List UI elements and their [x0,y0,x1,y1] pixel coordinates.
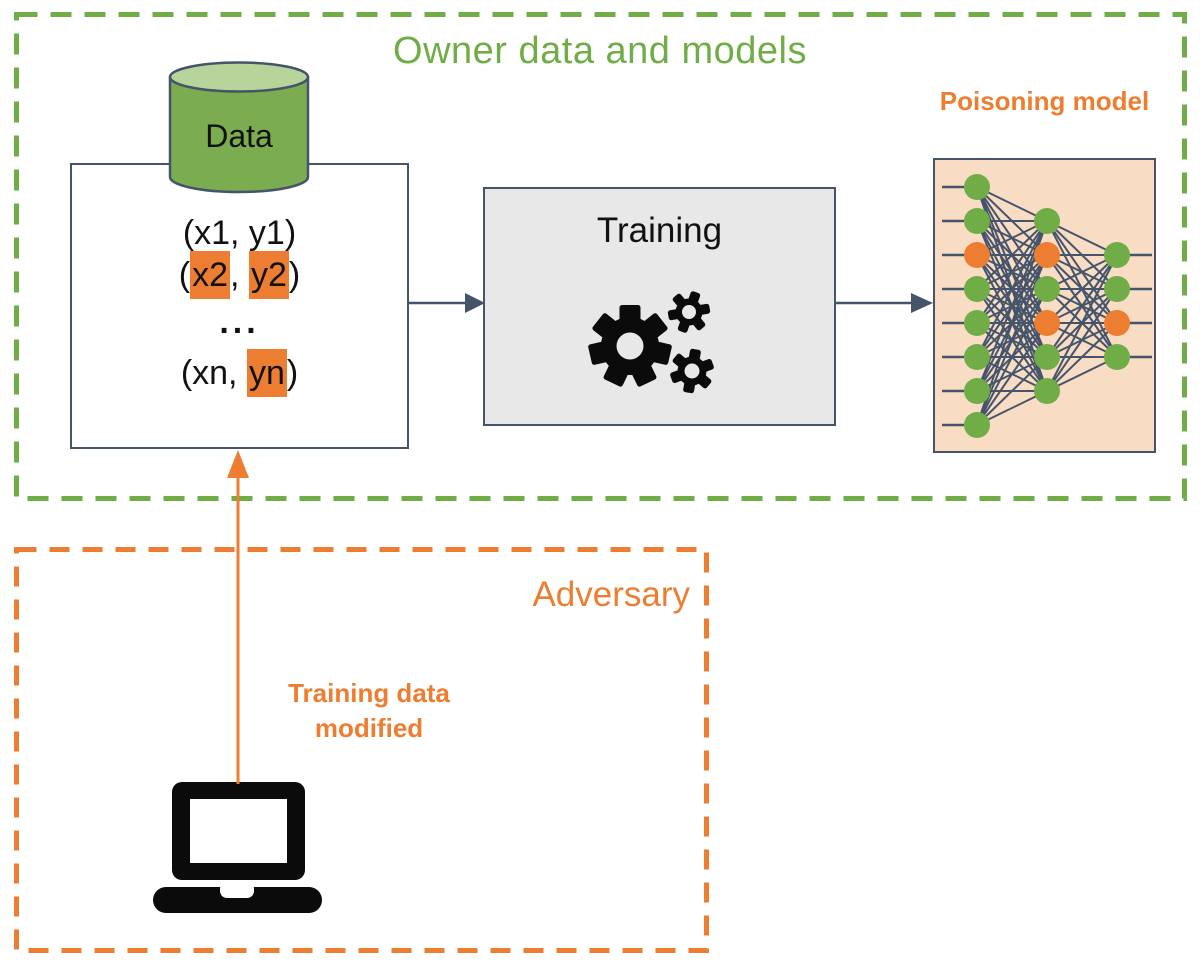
neural-network-icon [942,174,1152,438]
owner-region-title: Owner data and models [393,30,807,72]
nn-node-green [964,378,990,404]
nn-node-green [1104,242,1130,268]
nn-node-green [964,276,990,302]
nn-node-orange [1034,310,1060,336]
nn-node-green [1034,276,1060,302]
gears-icon [588,291,714,394]
nn-node-orange [1104,310,1130,336]
database-icon [168,61,310,194]
training-label: Training [596,211,723,250]
arrow-data-to-training [409,293,485,313]
nn-node-orange [964,242,990,268]
poisoning-model-box [933,158,1156,453]
training-box: Training [483,187,836,426]
attack-arrow-label-line2: modified [314,713,424,743]
nn-node-green [964,174,990,200]
nn-node-green [964,208,990,234]
nn-node-green [1034,208,1060,234]
training-data-box [70,163,409,449]
nn-node-green [1104,344,1130,370]
attack-arrow-label: Training data modified [269,676,469,746]
adversary-region-title: Adversary [532,575,690,614]
nn-node-green [1034,344,1060,370]
tuple-row: (x2, y2) [72,251,407,299]
tuple-row: ... [219,303,260,341]
arrow-adversary-to-data [227,450,249,784]
poisoning-model-label: Poisoning model [939,86,1150,116]
database-label: Data [205,118,273,154]
tuple-row: (x1, y1) [182,214,297,252]
nn-node-green [964,412,990,438]
laptop-icon [153,782,322,913]
nn-node-green [1034,378,1060,404]
arrow-training-to-model [835,293,933,313]
nn-node-orange [1034,242,1060,268]
attack-arrow-label-line1: Training data [288,678,450,708]
nn-node-green [1104,276,1130,302]
dataset-rows: (x1, y1)(x2, y2)... (xn, yn) [72,212,407,397]
tuple-row: (xn, yn) [72,349,407,397]
nn-node-green [964,344,990,370]
nn-node-green [964,310,990,336]
